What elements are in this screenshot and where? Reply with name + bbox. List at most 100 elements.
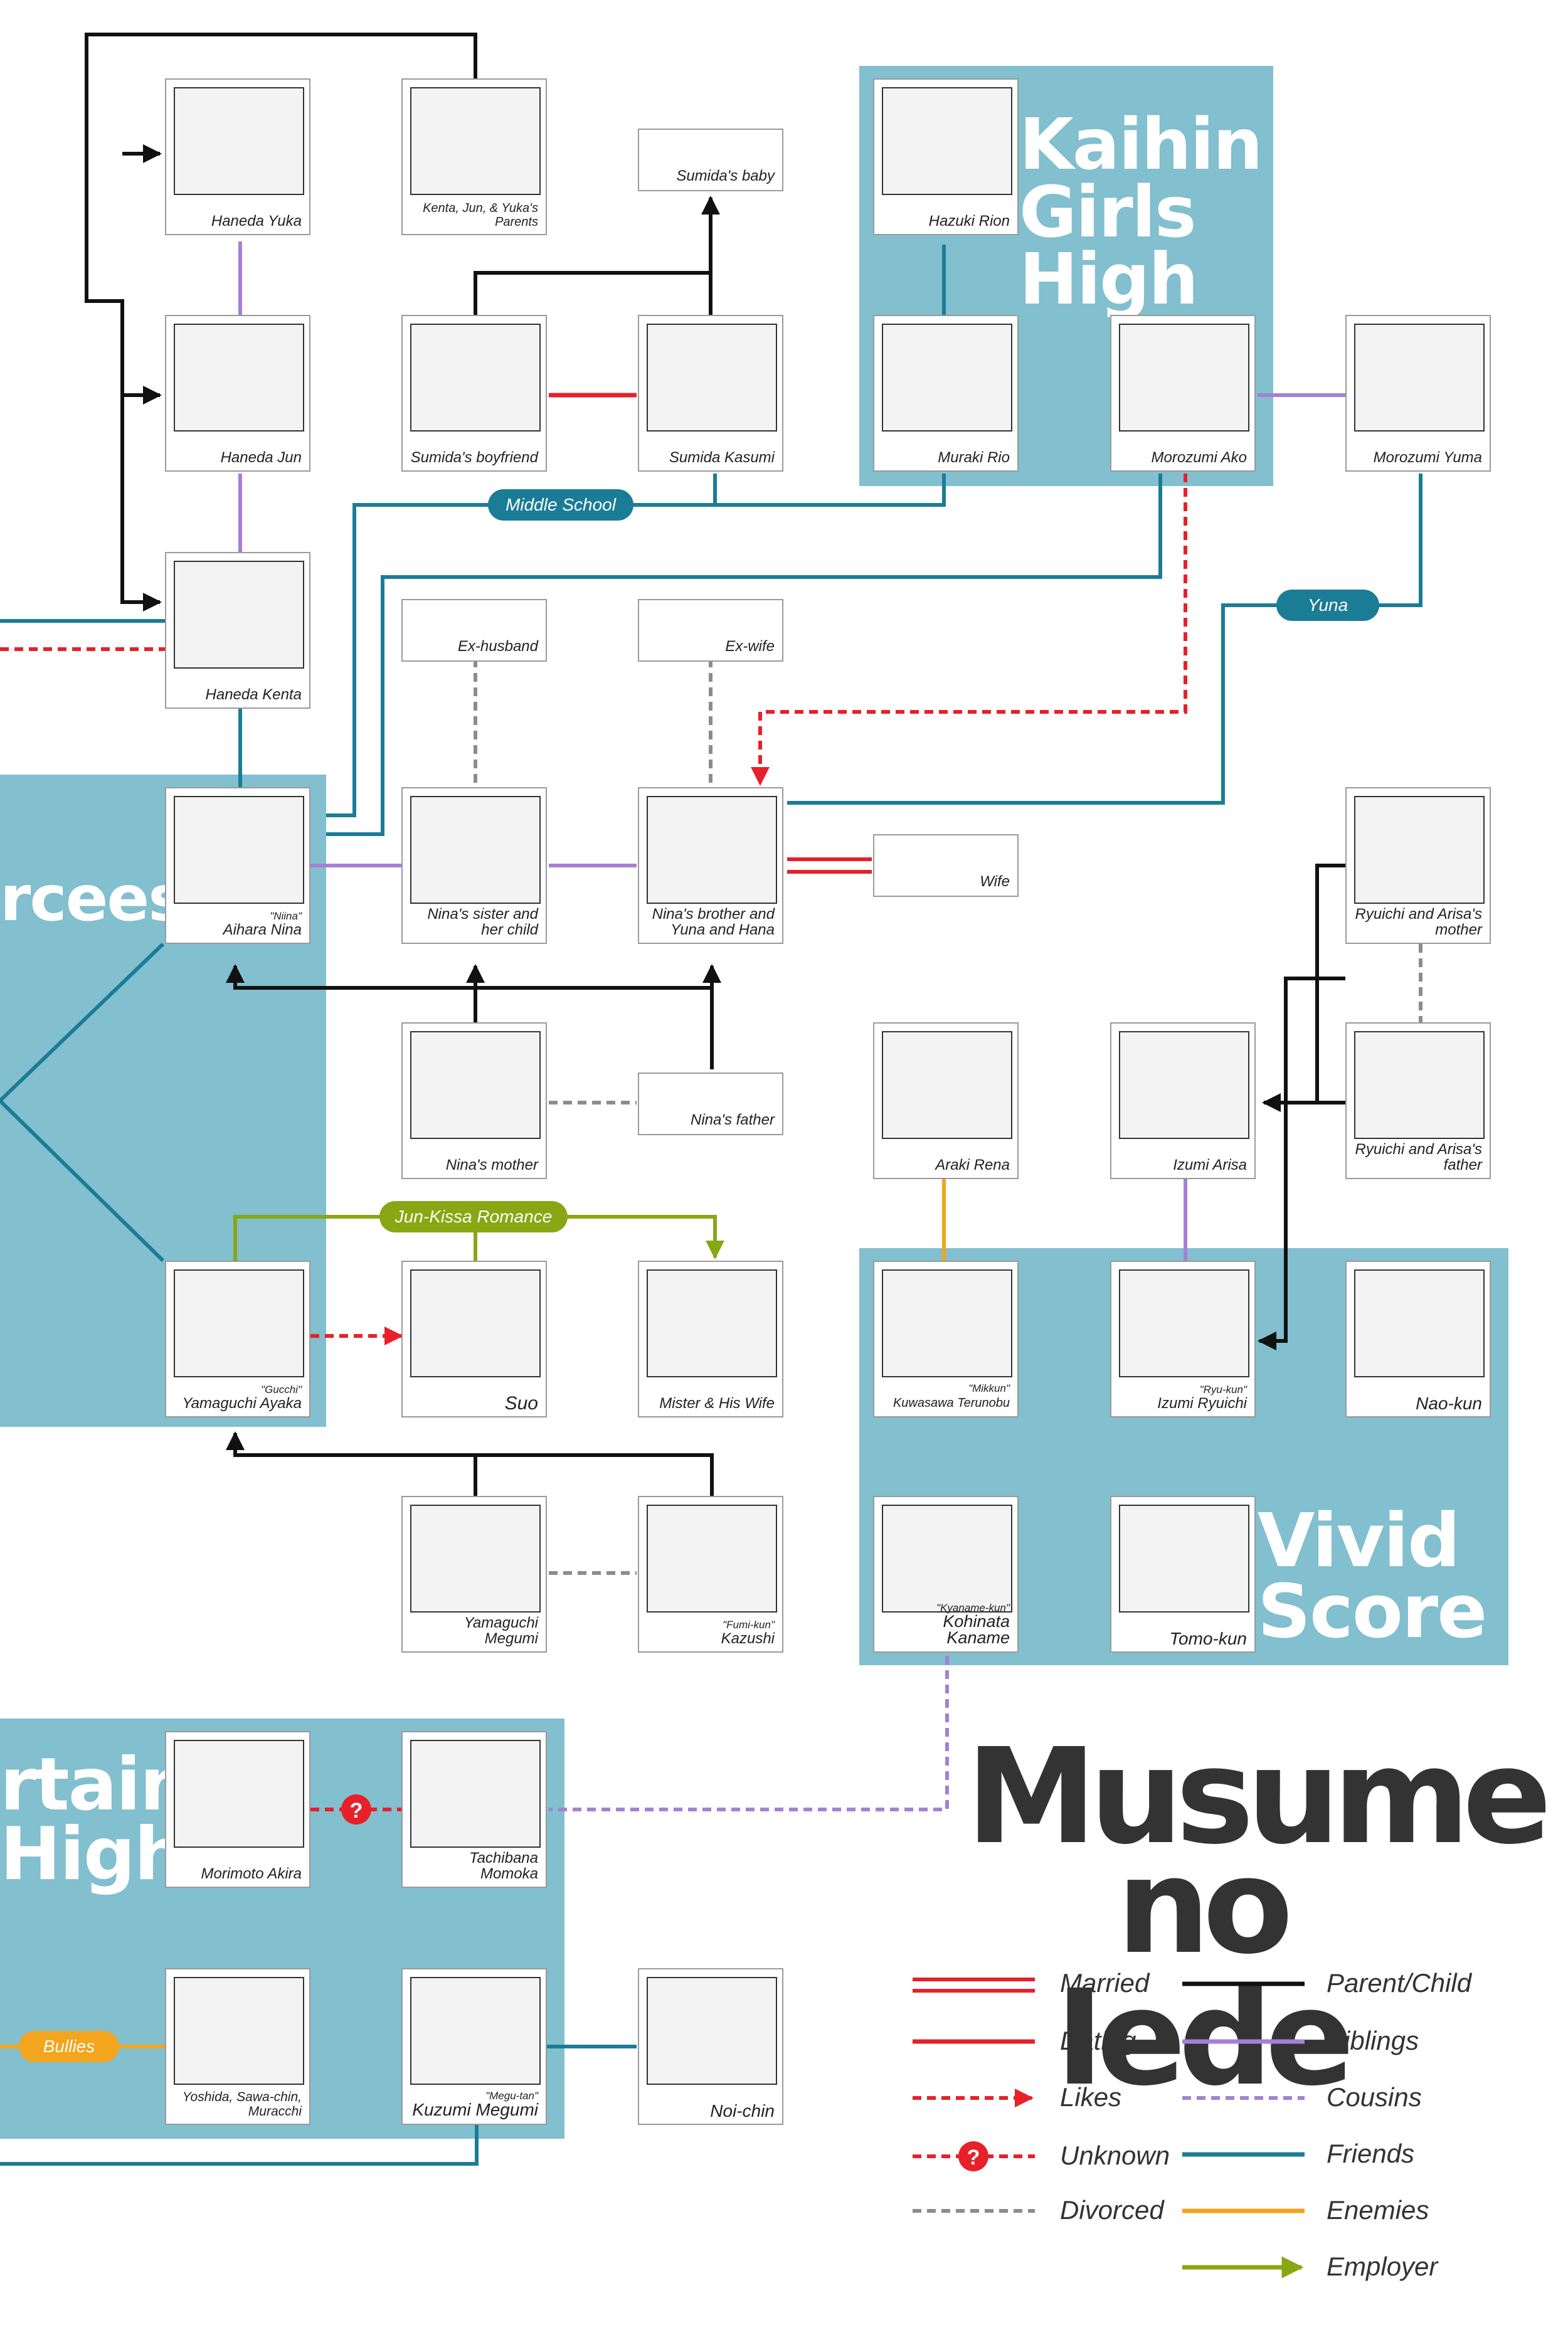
card-caption: "Ryu-kun"Izumi Ryuichi <box>1116 1384 1247 1412</box>
card-caption: "Kyaname-kun"Kohinata Kaname <box>879 1602 1010 1646</box>
portrait-yamaguchi-ayaka <box>174 1269 304 1377</box>
card-nickname: "Fumi-kun" <box>723 1619 775 1631</box>
card-label: Yamaguchi Megumi <box>464 1614 538 1647</box>
portrait-noi-chin <box>647 1977 777 2085</box>
card-kohinata[interactable]: "Kyaname-kun"Kohinata Kaname <box>873 1496 1019 1653</box>
card-ex-husband[interactable]: Ex-husband <box>401 599 547 662</box>
legend-label-employer: Employer <box>1327 2252 1438 2281</box>
card-label: Muraki Rio <box>938 449 1010 466</box>
card-label: Ex-wife <box>725 638 775 655</box>
card-ryuichi-mother[interactable]: Ryuichi and Arisa's mother <box>1345 787 1491 944</box>
card-label: Morozumi Ako <box>1151 449 1247 466</box>
card-label: Nina's father <box>691 1111 775 1128</box>
card-araki-rena[interactable]: Araki Rena <box>873 1022 1019 1179</box>
card-tomo-kun[interactable]: Tomo-kun <box>1110 1496 1256 1653</box>
portrait-suo <box>410 1269 541 1377</box>
card-label: Sumida's boyfriend <box>410 449 538 466</box>
card-muraki-rio[interactable]: Muraki Rio <box>873 315 1019 472</box>
card-tachibana-momoka[interactable]: Tachibana Momoka <box>401 1731 547 1888</box>
edge-label-bullies: Bullies <box>19 2031 119 2062</box>
portrait-morimoto-akira <box>174 1740 304 1848</box>
legend-label-dating: Dating <box>1060 2026 1136 2055</box>
portrait-ryuichi-mother <box>1354 796 1485 904</box>
card-yamaguchi-megumi[interactable]: Yamaguchi Megumi <box>401 1496 547 1653</box>
card-kuwasawa[interactable]: "Mikkun"Kuwasawa Terunobu <box>873 1261 1019 1417</box>
card-ex-wife[interactable]: Ex-wife <box>638 599 783 662</box>
card-caption: "Gucchi"Yamaguchi Ayaka <box>171 1384 302 1412</box>
card-suo[interactable]: Suo <box>401 1261 547 1417</box>
unknown-mark-glyph: ? <box>350 1799 363 1823</box>
card-noi-chin[interactable]: Noi-chin <box>638 1968 783 2125</box>
card-izumi-ryuichi[interactable]: "Ryu-kun"Izumi Ryuichi <box>1110 1261 1256 1417</box>
card-morozumi-ako[interactable]: Morozumi Ako <box>1110 315 1256 472</box>
group-title-divorcees: rcees <box>0 862 186 935</box>
card-kazushi[interactable]: "Fumi-kun"Kazushi <box>638 1496 783 1653</box>
card-haneda-yuka[interactable]: Haneda Yuka <box>165 78 310 235</box>
legend-unknown-glyph: ? <box>967 2146 980 2169</box>
card-label: Tomo-kun <box>1169 1629 1247 1648</box>
card-label: Yoshida, Sawa-chin, Muracchi <box>182 2090 302 2119</box>
portrait-sumida-kasumi <box>647 324 777 432</box>
portrait-kuzumi-megumi <box>410 1977 541 2085</box>
card-haneda-kenta[interactable]: Haneda Kenta <box>165 552 310 709</box>
card-aihara-nina[interactable]: "Niina"Aihara Nina <box>165 787 310 944</box>
card-label: Yamaguchi Ayaka <box>182 1395 302 1412</box>
card-label: Wife <box>980 873 1010 890</box>
card-haneda-jun[interactable]: Haneda Jun <box>165 315 310 472</box>
parent-child-lines <box>85 33 1345 1496</box>
portrait-muraki-rio <box>882 324 1012 432</box>
card-nickname: "Ryu-kun" <box>1199 1384 1247 1396</box>
group-title-certain-high: rtain High <box>0 1742 191 1897</box>
card-label: Aihara Nina <box>223 921 302 938</box>
card-label: Noi-chin <box>710 2101 775 2121</box>
portrait-haneda-jun <box>174 324 304 432</box>
card-label: Morozumi Yuma <box>1373 449 1482 466</box>
portrait-izumi-arisa <box>1119 1031 1249 1139</box>
card-caption: "Mikkun"Kuwasawa Terunobu <box>879 1383 1010 1411</box>
portrait-araki-rena <box>882 1031 1012 1139</box>
card-parents[interactable]: Kenta, Jun, & Yuka's Parents <box>401 78 547 235</box>
card-wife[interactable]: Wife <box>873 834 1019 897</box>
card-ninas-father[interactable]: Nina's father <box>638 1073 783 1135</box>
group-title-vivid: Vivid Score <box>1258 1497 1487 1655</box>
card-label: Izumi Arisa <box>1173 1157 1247 1173</box>
card-yamaguchi-ayaka[interactable]: "Gucchi"Yamaguchi Ayaka <box>165 1261 310 1417</box>
card-sumida-boyfriend[interactable]: Sumida's boyfriend <box>401 315 547 472</box>
card-izumi-arisa[interactable]: Izumi Arisa <box>1110 1022 1256 1179</box>
edge-label-middle-school: Middle School <box>488 489 633 521</box>
card-ninas-sister[interactable]: Nina's sister and her child <box>401 787 547 944</box>
card-morimoto-akira[interactable]: Morimoto Akira <box>165 1731 310 1888</box>
card-label: Nina's mother <box>445 1157 538 1173</box>
card-sumida-baby[interactable]: Sumida's baby <box>638 129 783 191</box>
legend-label-friends: Friends <box>1327 2139 1415 2168</box>
card-sumida-kasumi[interactable]: Sumida Kasumi <box>638 315 783 472</box>
card-hazuki-rion[interactable]: Hazuki Rion <box>873 78 1019 235</box>
card-label: Kuzumi Megumi <box>412 2100 538 2119</box>
card-morozumi-yuma[interactable]: Morozumi Yuma <box>1345 315 1491 472</box>
portrait-ninas-sister <box>410 796 541 904</box>
legend-label-married: Married <box>1060 1968 1150 1998</box>
card-nao-kun[interactable]: Nao-kun <box>1345 1261 1491 1417</box>
portrait-ninas-mother <box>410 1031 541 1139</box>
legend-label-likes: Likes <box>1060 2082 1122 2112</box>
portrait-haneda-kenta <box>174 561 304 669</box>
card-ninas-brother[interactable]: Nina's brother and Yuna and Hana <box>638 787 783 944</box>
card-label: Haneda Kenta <box>205 686 302 703</box>
portrait-izumi-ryuichi <box>1119 1269 1249 1377</box>
portrait-yamaguchi-megumi <box>410 1505 541 1613</box>
card-nickname: "Kyaname-kun" <box>936 1602 1010 1614</box>
card-label: Ryuichi and Arisa's mother <box>1355 906 1482 938</box>
card-bullies[interactable]: Yoshida, Sawa-chin, Muracchi <box>165 1968 310 2125</box>
card-label: Izumi Ryuichi <box>1157 1395 1247 1412</box>
card-ninas-mother[interactable]: Nina's mother <box>401 1022 547 1179</box>
legend-label-cousins: Cousins <box>1327 2082 1422 2112</box>
legend-label-parent-child: Parent/Child <box>1327 1968 1472 1998</box>
portrait-hazuki-rion <box>882 87 1012 195</box>
card-mister[interactable]: Mister & His Wife <box>638 1261 783 1417</box>
card-nickname: "Megu-tan" <box>485 2090 538 2102</box>
card-ryuichi-father[interactable]: Ryuichi and Arisa's father <box>1345 1022 1491 1179</box>
card-kuzumi-megumi[interactable]: "Megu-tan"Kuzumi Megumi <box>401 1968 547 2125</box>
siblings-lines <box>238 241 1345 1261</box>
